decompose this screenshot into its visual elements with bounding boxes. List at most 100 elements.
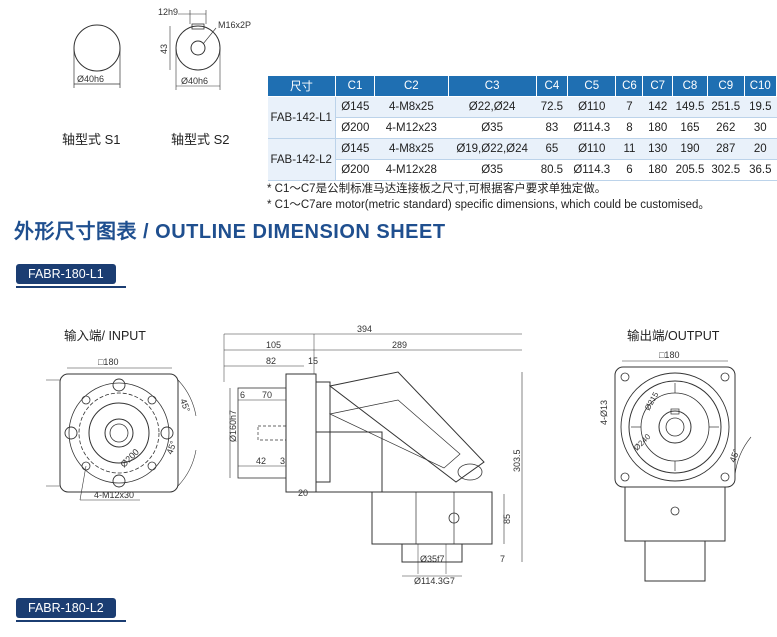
table-header: C7 xyxy=(642,75,674,97)
model-tag-underline xyxy=(16,286,126,288)
dim-20: 20 xyxy=(298,488,308,498)
section-title: 外形尺寸图表 / OUTLINE DIMENSION SHEET xyxy=(14,221,446,243)
table-cell: 4-M8x25 xyxy=(374,138,449,160)
table-header: C9 xyxy=(706,75,745,97)
input-angle-bottom: 45° xyxy=(164,439,178,456)
table-cell: 72.5 xyxy=(536,96,568,118)
table-cell: 262 xyxy=(707,117,745,139)
dim-42: 42 xyxy=(256,456,266,466)
model-tag-underline xyxy=(16,620,126,622)
dim-flange: Ø114.3G7 xyxy=(414,576,455,586)
table-row: Ø200 4-M12x23 Ø35 83 Ø114.3 8 180 165 26… xyxy=(268,117,777,139)
table-cell: 130 xyxy=(642,138,673,160)
dim-height: 303.5 xyxy=(512,449,522,472)
table-cell: Ø200 xyxy=(335,117,375,139)
dim-105: 105 xyxy=(266,340,281,350)
table-header: C1 xyxy=(334,75,376,97)
table-row: FAB-142-L2 Ø145 4-M8x25 Ø19,Ø22,Ø24 65 Ø… xyxy=(267,138,777,181)
model-tag-l1: FABR-180-L1 xyxy=(16,264,116,284)
table-cell: 80.5 xyxy=(536,159,568,181)
input-pcd-label: Ø200 xyxy=(118,447,141,470)
s2-caption: 轴型式 S2 xyxy=(171,132,230,147)
dim-shaft: Ø35f7 xyxy=(420,554,445,564)
table-header: C8 xyxy=(672,75,708,97)
table-cell: 8 xyxy=(615,117,643,139)
table-cell: 287 xyxy=(707,138,745,160)
table-header: C6 xyxy=(615,75,644,97)
table-header-row: 尺寸 C1 C2 C3 C4 C5 C6 C7 C8 C9 C10 xyxy=(267,75,777,97)
table-header: 尺寸 xyxy=(267,75,336,97)
output-view-label: 输出端/OUTPUT xyxy=(627,329,720,343)
table-cell: Ø145 xyxy=(335,96,375,118)
dim-overall: 394 xyxy=(357,324,372,334)
table-cell: 4-M8x25 xyxy=(374,96,449,118)
s2-key-label: 12h9 xyxy=(158,7,178,17)
table-cell: 20 xyxy=(744,138,777,160)
dim-6: 6 xyxy=(240,390,245,400)
table-cell: 7 xyxy=(615,96,643,118)
table-cell: 4-M12x28 xyxy=(374,159,449,181)
table-cell: 251.5 xyxy=(707,96,745,118)
table-cell: 165 xyxy=(672,117,708,139)
table-row: Ø200 4-M12x28 Ø35 80.5 Ø114.3 6 180 205.… xyxy=(268,159,777,181)
table-cell: 142 xyxy=(642,96,673,118)
table-cell: 30 xyxy=(744,117,777,139)
side-view-drawing: 394 105 289 82 15 6 70 Ø160h7 42 3 20 30… xyxy=(223,324,523,586)
input-square-label: □180 xyxy=(98,357,118,367)
input-view-label: 输入端/ INPUT xyxy=(64,329,146,343)
dim-15: 15 xyxy=(308,356,318,366)
output-end-drawing: □180 4-Ø13 Ø215 Ø240 45° xyxy=(599,350,752,582)
dim-3: 3 xyxy=(280,456,285,466)
model-cell: FAB-142-L1 xyxy=(267,96,336,139)
s2-diameter-label: Ø40h6 xyxy=(181,76,208,86)
dim-pilot: Ø160h7 xyxy=(228,410,238,442)
table-cell: Ø145 xyxy=(335,138,375,160)
dimension-table: 尺寸 C1 C2 C3 C4 C5 C6 C7 C8 C9 C10 FAB-14… xyxy=(267,75,777,181)
table-cell: Ø114.3 xyxy=(567,159,616,181)
table-header: C4 xyxy=(535,75,569,97)
model-cell: FAB-142-L2 xyxy=(267,138,336,181)
dim-70: 70 xyxy=(262,390,272,400)
table-header: C10 xyxy=(743,75,777,97)
table-header: C3 xyxy=(447,75,537,97)
table-cell: Ø35 xyxy=(448,159,537,181)
model-tag-l2: FABR-180-L2 xyxy=(16,598,116,618)
dim-85: 85 xyxy=(502,514,512,524)
s1-diameter-label: Ø40h6 xyxy=(77,74,104,84)
table-cell: Ø110 xyxy=(567,138,616,160)
table-cell: 19.5 xyxy=(744,96,777,118)
table-cell: 180 xyxy=(642,117,673,139)
table-cell: 36.5 xyxy=(744,159,777,181)
output-square-label: □180 xyxy=(659,350,679,360)
table-cell: Ø22,Ø24 xyxy=(448,96,537,118)
note-cn: * C1～C7是公制标准马达连接板之尺寸,可根据客户要求单独定做。 xyxy=(267,183,607,195)
table-cell: 205.5 xyxy=(672,159,708,181)
table-header: C2 xyxy=(374,75,449,97)
dim-82: 82 xyxy=(266,356,276,366)
table-cell: Ø110 xyxy=(567,96,616,118)
s1-caption: 轴型式 S1 xyxy=(62,132,121,147)
table-cell: Ø114.3 xyxy=(567,117,616,139)
table-cell: Ø19,Ø22,Ø24 xyxy=(448,138,537,160)
table-cell: 302.5 xyxy=(707,159,745,181)
table-cell: Ø35 xyxy=(448,117,537,139)
input-bolt-label: 4-M12x30 xyxy=(94,490,134,500)
input-angle-top: 45° xyxy=(178,397,192,414)
table-cell: 6 xyxy=(615,159,643,181)
table-cell: Ø200 xyxy=(335,159,375,181)
table-cell: 4-M12x23 xyxy=(374,117,449,139)
shaft-s1-drawing: Ø40h6 xyxy=(73,24,121,88)
note-en: * C1～C7are motor(metric standard) specif… xyxy=(267,199,710,211)
table-cell: 11 xyxy=(615,138,643,160)
table-header: C5 xyxy=(567,75,617,97)
table-cell: 149.5 xyxy=(672,96,708,118)
table-cell: 190 xyxy=(672,138,708,160)
table-row: FAB-142-L1 Ø145 4-M8x25 Ø22,Ø24 72.5 Ø11… xyxy=(267,96,777,139)
table-cell: 65 xyxy=(536,138,568,160)
table-cell: 83 xyxy=(536,117,568,139)
table-cell: 180 xyxy=(642,159,673,181)
dim-7: 7 xyxy=(500,554,505,564)
input-end-drawing: □180 45° 45° Ø200 4-M12x30 xyxy=(46,357,197,501)
shaft-s2-drawing: 12h9 43 M16x2P Ø40h6 xyxy=(158,7,251,90)
s2-height-label: 43 xyxy=(159,44,169,54)
